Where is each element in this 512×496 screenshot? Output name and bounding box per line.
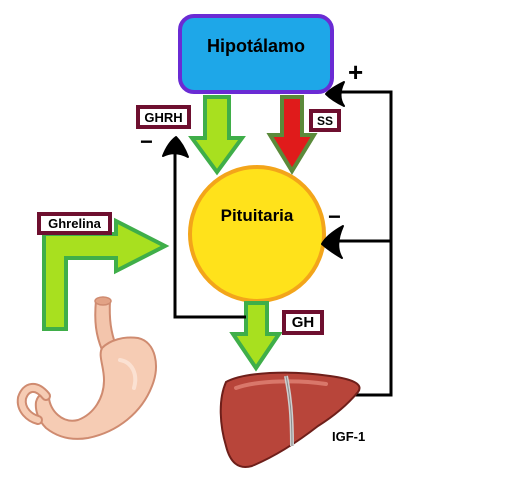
ghrh-label: GHRH (136, 105, 191, 129)
hypothalamus-feedback-arrowhead (325, 81, 345, 107)
pituitary-label: Pituitaria (220, 206, 294, 225)
pituitary-circle (188, 165, 326, 303)
stomach-highlight (118, 358, 138, 390)
feedback-lines (173, 90, 393, 397)
liver-icon (219, 371, 361, 468)
stomach-esophagus-opening (94, 296, 112, 306)
hypothalamus-label: Hipotálamo (206, 36, 305, 56)
liver-shine (234, 379, 328, 390)
plus-sign: + (348, 57, 364, 87)
gh-label: GH (282, 310, 324, 335)
stomach-duodenum-fill (18, 385, 49, 423)
stomach-icon (16, 296, 157, 440)
igf1-feedback-line (336, 90, 393, 397)
pituitary-feedback-arrowhead (321, 225, 344, 259)
pituitary-minus-sign: − (328, 204, 341, 229)
hypothalamus-box (178, 14, 334, 94)
ss-arrow (266, 95, 318, 175)
liver-ligament-outline (285, 375, 293, 447)
gh-feedback-line (173, 145, 246, 319)
gh-arrow (229, 301, 283, 372)
igf1-label: IGF-1 (332, 429, 366, 444)
ghrh-minus-sign: − (140, 129, 153, 154)
ghrh-feedback-arrowhead (162, 136, 189, 158)
ghrh-arrow (188, 95, 246, 176)
ss-label: SS (309, 109, 341, 132)
stomach-body (34, 336, 157, 440)
ghrelin-label: Ghrelina (37, 212, 112, 235)
